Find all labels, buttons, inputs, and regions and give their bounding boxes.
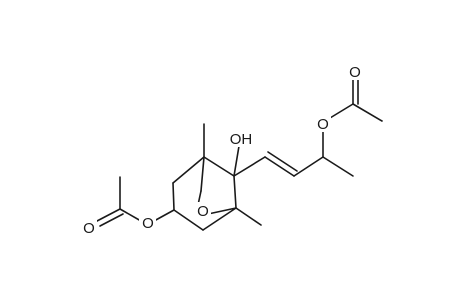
atom-label-o-carbonyl-top: O <box>349 64 361 81</box>
bond-vinyl-double-a <box>264 156 295 177</box>
bond-carbonyl-double-left-a <box>96 208 121 222</box>
atom-label-o-ester-left: O <box>142 215 154 232</box>
bond-vinyl-ch <box>293 156 324 177</box>
atom-labels: O O OH O O O <box>80 63 363 237</box>
bond-c6-c1 <box>203 156 235 177</box>
atom-label-o-ester-top: O <box>317 116 329 133</box>
bond-c1-c2 <box>172 156 205 184</box>
bond-c1-bridge <box>200 156 205 192</box>
bond-o-left-carbonyl <box>119 208 142 222</box>
bond-vinyl-double-b <box>267 151 298 172</box>
bond-o-c5 <box>207 207 237 215</box>
bond-methyl-right <box>235 207 262 226</box>
bond-c6-oh <box>233 145 240 177</box>
bond-c6-vinyl <box>233 156 266 177</box>
bond-c2-c3 <box>172 182 175 211</box>
bond-c4-c5 <box>202 207 237 231</box>
atom-label-oh: OH <box>230 131 253 148</box>
substituent-bonds <box>96 123 262 227</box>
bond-c5-c6 <box>233 175 237 209</box>
bond-o-top-carbonyl <box>329 103 354 119</box>
bond-c3-o-left <box>153 209 175 222</box>
bond-carbonyl-double-left-b <box>99 213 124 227</box>
bond-carbonyl-methyl-top <box>352 103 383 122</box>
bond-ch-methyl <box>322 156 354 177</box>
atom-label-o-bridge: O <box>197 203 209 220</box>
bond-c3-c4 <box>173 209 204 231</box>
atom-label-o-carbonyl-left: O <box>83 220 95 237</box>
ring-bonds <box>172 156 237 231</box>
side-chain-bonds <box>233 78 383 177</box>
